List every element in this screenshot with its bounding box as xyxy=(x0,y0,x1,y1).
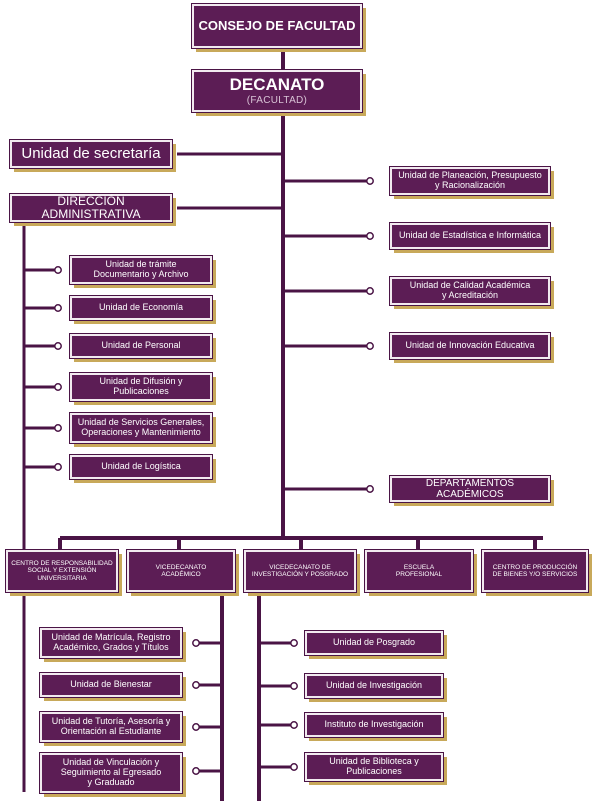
research-unit-label: Unidad de Investigación xyxy=(325,680,423,691)
bottom-unit-label: VICEDECANATO DE INVESTIGACIÓN Y POSGRADO xyxy=(251,563,349,578)
connector-dot xyxy=(192,639,200,647)
right-unit-label: Unidad de Planeación, Presupuesto y Raci… xyxy=(398,170,542,190)
academic-unit-label: Unidad de Tutoría, Asesoría y Orientació… xyxy=(51,716,171,736)
connector-dot xyxy=(192,723,200,731)
admin-unit-box: Unidad de Logística xyxy=(69,454,216,483)
admin-unit-box: Unidad de Economía xyxy=(69,295,216,324)
research-unit-label: Unidad de Posgrado xyxy=(332,637,416,648)
connector-dot xyxy=(290,639,298,647)
admin-unit-box: Unidad de trámite Documentario y Archivo xyxy=(69,255,216,288)
research-unit-label: Unidad de Biblioteca y Publicaciones xyxy=(329,756,419,776)
connector-dot xyxy=(54,424,62,432)
direccion-administrativa-label: DIRECCIÓN ADMINISTRATIVA xyxy=(41,193,141,221)
admin-unit-label: Unidad de Economía xyxy=(98,302,184,313)
academic-unit-label: Unidad de Matrícula, Registro Académico,… xyxy=(51,632,171,652)
departamentos-academicos-box: DEPARTAMENTOS ACADÉMICOS xyxy=(389,475,554,506)
admin-unit-label: Unidad de Difusión y Publicaciones xyxy=(99,376,183,396)
consejo-facultad-box: CONSEJO DE FACULTAD xyxy=(191,3,366,52)
connector-dot xyxy=(54,383,62,391)
research-unit-box: Instituto de Investigación xyxy=(304,712,447,741)
admin-unit-label: Unidad de Servicios Generales, Operacion… xyxy=(77,417,205,437)
bottom-unit-label: ESCUELA PROFESIONAL xyxy=(395,563,443,578)
decanato-sublabel: (FACULTAD) xyxy=(246,94,308,106)
connector-dot xyxy=(192,767,200,775)
direccion-administrativa-box: DIRECCIÓN ADMINISTRATIVA xyxy=(9,193,176,226)
academic-unit-box: Unidad de Bienestar xyxy=(39,672,186,701)
connector-dot xyxy=(366,177,374,185)
connector-dot xyxy=(366,485,374,493)
academic-unit-label: Unidad de Bienestar xyxy=(70,679,152,690)
connector-dot xyxy=(54,463,62,471)
research-unit-box: Unidad de Investigación xyxy=(304,673,447,702)
right-unit-box: Unidad de Calidad Académica y Acreditaci… xyxy=(389,276,554,309)
right-unit-box: Unidad de Planeación, Presupuesto y Raci… xyxy=(389,166,554,199)
connector-dot xyxy=(54,342,62,350)
consejo-facultad-label: CONSEJO DE FACULTAD xyxy=(198,17,356,33)
vicedecanato-academico-box: VICEDECANATO ACADÉMICO xyxy=(126,549,239,596)
connector-dot xyxy=(290,682,298,690)
connector-dot xyxy=(366,342,374,350)
connector-dot xyxy=(192,681,200,689)
right-unit-label: Unidad de Estadística e Informática xyxy=(398,230,542,241)
connector-dot xyxy=(290,721,298,729)
decanato-box: DECANATO (FACULTAD) xyxy=(191,69,366,116)
admin-unit-box: Unidad de Difusión y Publicaciones xyxy=(69,372,216,405)
academic-unit-box: Unidad de Vinculación y Seguimiento al E… xyxy=(39,752,186,797)
academic-unit-label: Unidad de Vinculación y Seguimiento al E… xyxy=(60,757,162,787)
research-unit-box: Unidad de Posgrado xyxy=(304,630,447,659)
right-unit-box: Unidad de Estadística e Informática xyxy=(389,222,554,253)
right-unit-box: Unidad de Innovación Educativa xyxy=(389,332,554,363)
right-unit-label: Unidad de Calidad Académica y Acreditaci… xyxy=(409,280,531,300)
departamentos-academicos-label: DEPARTAMENTOS ACADÉMICOS xyxy=(425,478,515,500)
admin-unit-label: Unidad de trámite Documentario y Archivo xyxy=(93,259,189,279)
research-unit-label: Instituto de Investigación xyxy=(324,719,424,730)
right-unit-label: Unidad de Innovación Educativa xyxy=(405,340,535,351)
admin-unit-box: Unidad de Servicios Generales, Operacion… xyxy=(69,412,216,447)
escuela-profesional-box: ESCUELA PROFESIONAL xyxy=(364,549,477,596)
bottom-unit-label: CENTRO DE PRODUCCIÓN DE BIENES Y/O SERVI… xyxy=(492,563,578,578)
bottom-unit-label: VICEDECANATO ACADÉMICO xyxy=(155,563,207,578)
connector-dot xyxy=(54,266,62,274)
unidad-secretaria-box: Unidad de secretaría xyxy=(9,139,176,172)
connector-dot xyxy=(290,763,298,771)
vicedecanato-investigacion-box: VICEDECANATO DE INVESTIGACIÓN Y POSGRADO xyxy=(243,549,360,596)
unidad-secretaria-label: Unidad de secretaría xyxy=(21,144,161,162)
admin-unit-box: Unidad de Personal xyxy=(69,333,216,362)
academic-unit-box: Unidad de Matrícula, Registro Académico,… xyxy=(39,627,186,662)
centro-responsabilidad-box: CENTRO DE RESPONSABILIDAD SOCIAL Y EXTEN… xyxy=(5,549,122,596)
connector-dot xyxy=(366,287,374,295)
research-unit-box: Unidad de Biblioteca y Publicaciones xyxy=(304,752,447,785)
decanato-label: DECANATO xyxy=(229,75,325,95)
admin-unit-label: Unidad de Personal xyxy=(101,340,181,351)
admin-unit-label: Unidad de Logística xyxy=(101,461,181,472)
academic-unit-box: Unidad de Tutoría, Asesoría y Orientació… xyxy=(39,711,186,746)
centro-produccion-box: CENTRO DE PRODUCCIÓN DE BIENES Y/O SERVI… xyxy=(481,549,592,596)
bottom-unit-label: CENTRO DE RESPONSABILIDAD SOCIAL Y EXTEN… xyxy=(11,560,113,582)
connector-dot xyxy=(54,304,62,312)
connector-dot xyxy=(366,232,374,240)
